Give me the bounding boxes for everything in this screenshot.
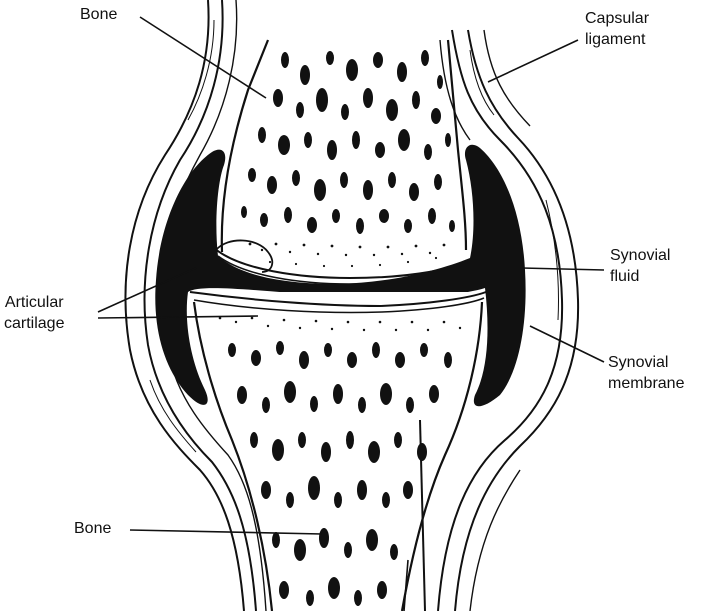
label-synovial-membrane-line2: membrane: [608, 373, 684, 394]
lower-bone: [194, 302, 482, 611]
label-capsular-ligament: Capsular ligament: [585, 8, 649, 50]
leader-articular-cartilage-2: [98, 316, 258, 318]
upper-bone: [222, 40, 466, 267]
label-bone-top-text: Bone: [80, 4, 117, 25]
label-articular-cartilage: Articular cartilage: [4, 292, 64, 334]
label-synovial-fluid-line2: fluid: [610, 266, 670, 287]
label-capsular-line1: Capsular: [585, 8, 649, 29]
lower-articular-cartilage: [190, 292, 486, 306]
label-capsular-line2: ligament: [585, 29, 649, 50]
label-bone-bottom: Bone: [74, 518, 111, 539]
label-synovial-membrane-line1: Synovial: [608, 352, 684, 373]
capsule-left: [125, 0, 266, 611]
label-synovial-fluid-line1: Synovial: [610, 245, 670, 266]
label-articular-line1: Articular: [4, 292, 64, 313]
label-synovial-membrane: Synovial membrane: [608, 352, 684, 394]
leader-synovial-fluid: [522, 268, 604, 270]
label-articular-line2: cartilage: [4, 313, 64, 334]
synovial-fluid-region: [155, 145, 525, 406]
label-bone-top: Bone: [80, 4, 117, 25]
leader-synovial-membrane: [530, 326, 604, 362]
leader-bone-bottom: [130, 530, 322, 534]
leader-capsular-ligament: [488, 40, 578, 82]
label-bone-bottom-text: Bone: [74, 518, 111, 539]
label-synovial-fluid: Synovial fluid: [610, 245, 670, 287]
